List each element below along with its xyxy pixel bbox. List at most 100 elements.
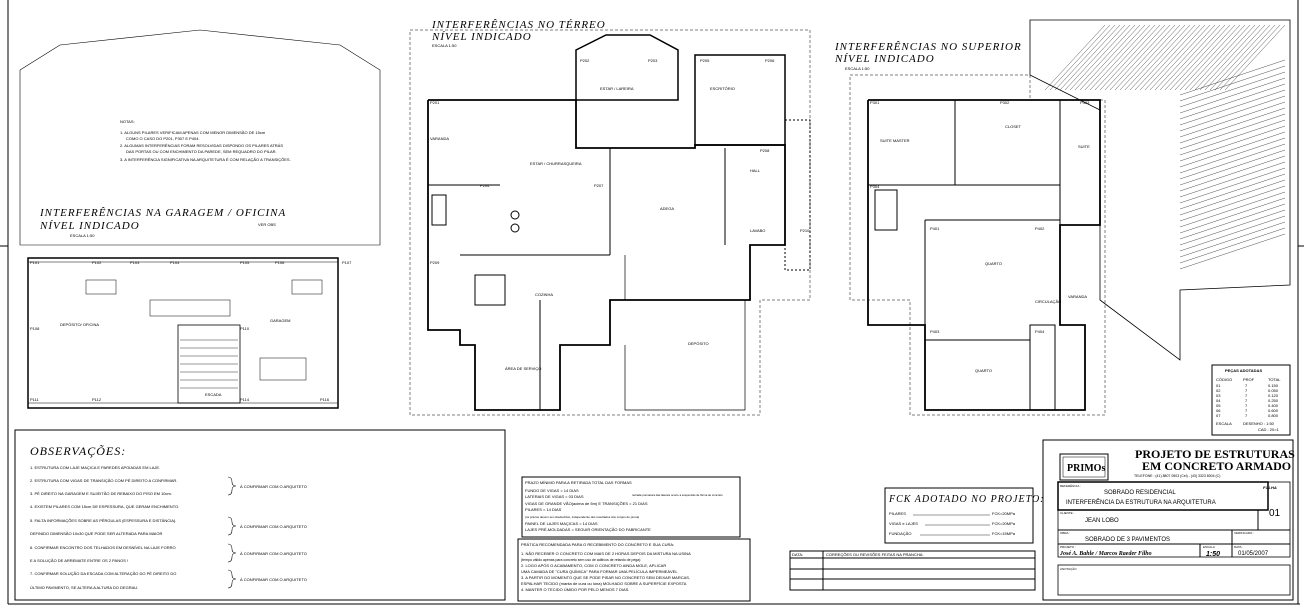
pecas-cell: 0.150	[1268, 383, 1279, 388]
text-label: EM CONCRETO ARMADO	[1142, 459, 1291, 473]
roof-hatch-line	[1179, 167, 1286, 204]
text-label: 01/05/2007	[1238, 551, 1269, 557]
text-label: 6. CONFIRMAR ENCONTRO DOS TELHADOS EM DE…	[30, 545, 176, 550]
roof-hatch-line	[1109, 24, 1171, 91]
text-label: ESCALA	[1216, 421, 1232, 426]
roof-hatch-line	[1114, 24, 1176, 91]
text-label: DAS PORTAS OU COM ENCHIMENTO DA PAREDE, …	[126, 149, 277, 154]
pillar-label: P204	[480, 183, 490, 188]
text-label: FCK=20MPa	[992, 511, 1016, 516]
text-label: SOBRADO RESIDENCIAL	[1104, 490, 1176, 496]
room-label: DEPÓSITO	[688, 341, 709, 346]
pillar-label: P401	[930, 226, 940, 231]
roof-hatch-line	[1119, 24, 1181, 91]
text-label: retirada prematura das laterais ocorre a…	[632, 493, 723, 497]
garage-view-title: INTERFERÊNCIAS NA GARAGEM / OFICINA NÍVE…	[39, 207, 286, 238]
text-label: INTERFERÊNCIA DA ESTRUTURA NA ARQUITETUR…	[1066, 498, 1216, 506]
pillar-label: P304	[870, 184, 880, 189]
roof-hatch-line	[1149, 24, 1211, 91]
roof-hatch-line	[1179, 173, 1286, 210]
roof-hatch-line	[1179, 209, 1286, 246]
pecas-cell: 03	[1216, 393, 1221, 398]
roof-hatch-line	[1074, 24, 1136, 91]
pillar-label: P208	[760, 148, 770, 153]
text-label: ESCALA 1:50	[70, 233, 95, 238]
text-label: FCK=20MPa	[992, 521, 1016, 526]
pecas-cell: 7	[1245, 388, 1248, 393]
pillar-label: P107	[342, 260, 352, 265]
pillar-label: P302	[1000, 100, 1010, 105]
roof-hatch-line	[1179, 185, 1286, 222]
room-label: ESTAR / CHURRASQUEIRA	[530, 161, 582, 166]
room-label: HALL	[750, 168, 761, 173]
text-label: PROF	[1243, 377, 1255, 382]
roof-hatch-line	[1164, 24, 1226, 91]
pecas-cell: 0.250	[1268, 398, 1279, 403]
text-label: (tempo válido apenas para concreto sem u…	[521, 558, 640, 562]
roof-hatch-line	[1179, 59, 1286, 96]
text-label: FOLHA	[1263, 485, 1277, 490]
text-label: INTERFERÊNCIAS NA GARAGEM / OFICINA	[39, 207, 286, 219]
roof-hatch-line	[1179, 101, 1286, 138]
text-label: PRAZO MÍNIMO PARA A RETIRADA TOTAL DAS F…	[525, 480, 632, 485]
pecas-cell: 7	[1245, 398, 1248, 403]
text-label: ÚLTIMO PAVIMENTO, SE ALTERA A ALTURA DO …	[30, 585, 138, 590]
roof-hatch-line	[1209, 24, 1271, 91]
pillar-label: P209	[430, 260, 440, 265]
roof-hatch-line	[1179, 125, 1286, 162]
pecas-cell: 04	[1216, 398, 1221, 403]
text-label: PRÁTICA RECOMENDADA PARA O RECEBIMENTO D…	[521, 542, 674, 547]
text-label: TELEFONE : (41) 8807 0503 (Cel) - (43) 3…	[1134, 474, 1220, 478]
observacoes-block: OBSERVAÇÕES: 1. ESTRUTURA COM LAJE MAÇIC…	[30, 444, 307, 590]
room-label: CIRCULAÇÃO	[1035, 299, 1061, 304]
text-label: 2. ALGUMAS INTERFERÊNCIAS FORAM RESOLVID…	[120, 143, 283, 148]
room-label: ESCADA	[205, 392, 222, 397]
text-label: ESPALHAR TECIDO (manta de cura ou lona) …	[521, 581, 687, 586]
text-label: VER OBS	[258, 222, 276, 227]
text-label: ESCALA 1:50	[845, 66, 870, 71]
roof-hatch-line	[1084, 24, 1146, 91]
upper-floor-plan: SUITE MASTER CLOSET SUITE QUARTO QUARTO …	[849, 19, 1291, 416]
pillar-label: P105	[240, 260, 250, 265]
text-label: José A. Bahle / Marcos Raeder Filho	[1059, 551, 1152, 557]
text-label: FCK=15MPa	[992, 531, 1016, 536]
roof-hatch-line	[1104, 24, 1166, 91]
roof-hatch-line	[1179, 143, 1286, 180]
roof-hatch-line	[1059, 24, 1121, 91]
text-label: OBSERVAÇÕES:	[30, 444, 126, 458]
text-label: VERIFICADO :	[1234, 531, 1254, 535]
text-label: INTERFERÊNCIAS NO TÉRREO	[431, 19, 606, 31]
text-label: LATERAIS DE VIGAS = 03 DIAS	[525, 494, 584, 499]
roof-hatch-line	[1179, 83, 1286, 120]
text-label: PILARES = 14 DIAS	[525, 507, 562, 512]
roof-hatch-line	[1179, 191, 1286, 228]
text-label: DATA:	[792, 552, 803, 557]
text-label: FCK ADOTADO NO PROJETO:	[888, 494, 1045, 505]
title-block: PRIMOs PROJETO DE ESTRUTURAS EM CONCRETO…	[1042, 439, 1295, 601]
roof-hatch-line	[1179, 107, 1286, 144]
text-label: CORREÇÕES OU REVISÕES FEITAS NA PRANCHA:	[826, 552, 924, 557]
roof-hatch-line	[1184, 24, 1246, 91]
text-label: NÍVEL INDICADO	[834, 53, 935, 65]
roof-hatch-line	[1179, 215, 1286, 252]
text-label: PILARES	[889, 511, 906, 516]
text-label: OBRA :	[1060, 531, 1070, 535]
pillar-label: P402	[1035, 226, 1045, 231]
roof-hatch-line	[1179, 119, 1286, 156]
roof-hatch-line	[1174, 24, 1236, 91]
pecas-cell: 0.050	[1268, 388, 1279, 393]
roof-hatch-line	[1179, 71, 1286, 108]
text-label: DATA :	[1234, 545, 1243, 549]
pillar-label: P404	[1035, 329, 1045, 334]
text-label: PAINEL DE LAJES MAÇICAS = 14 DIAS	[525, 521, 598, 526]
room-label: SUITE MASTER	[880, 138, 910, 143]
roof-hatch-line	[1194, 24, 1256, 91]
roof-hatch-line	[1179, 137, 1286, 174]
room-label: ADEGA	[660, 206, 674, 211]
roof-hatch-line	[1134, 24, 1196, 91]
text-label: DEFINIDO DIMENSÃO 10x30 QUE PODE SER ALT…	[30, 531, 162, 536]
text-label: 4. MANTER O TECIDO ÚMIDO POR PELO MENOS …	[521, 587, 629, 592]
pecas-cell: 7	[1245, 413, 1248, 418]
